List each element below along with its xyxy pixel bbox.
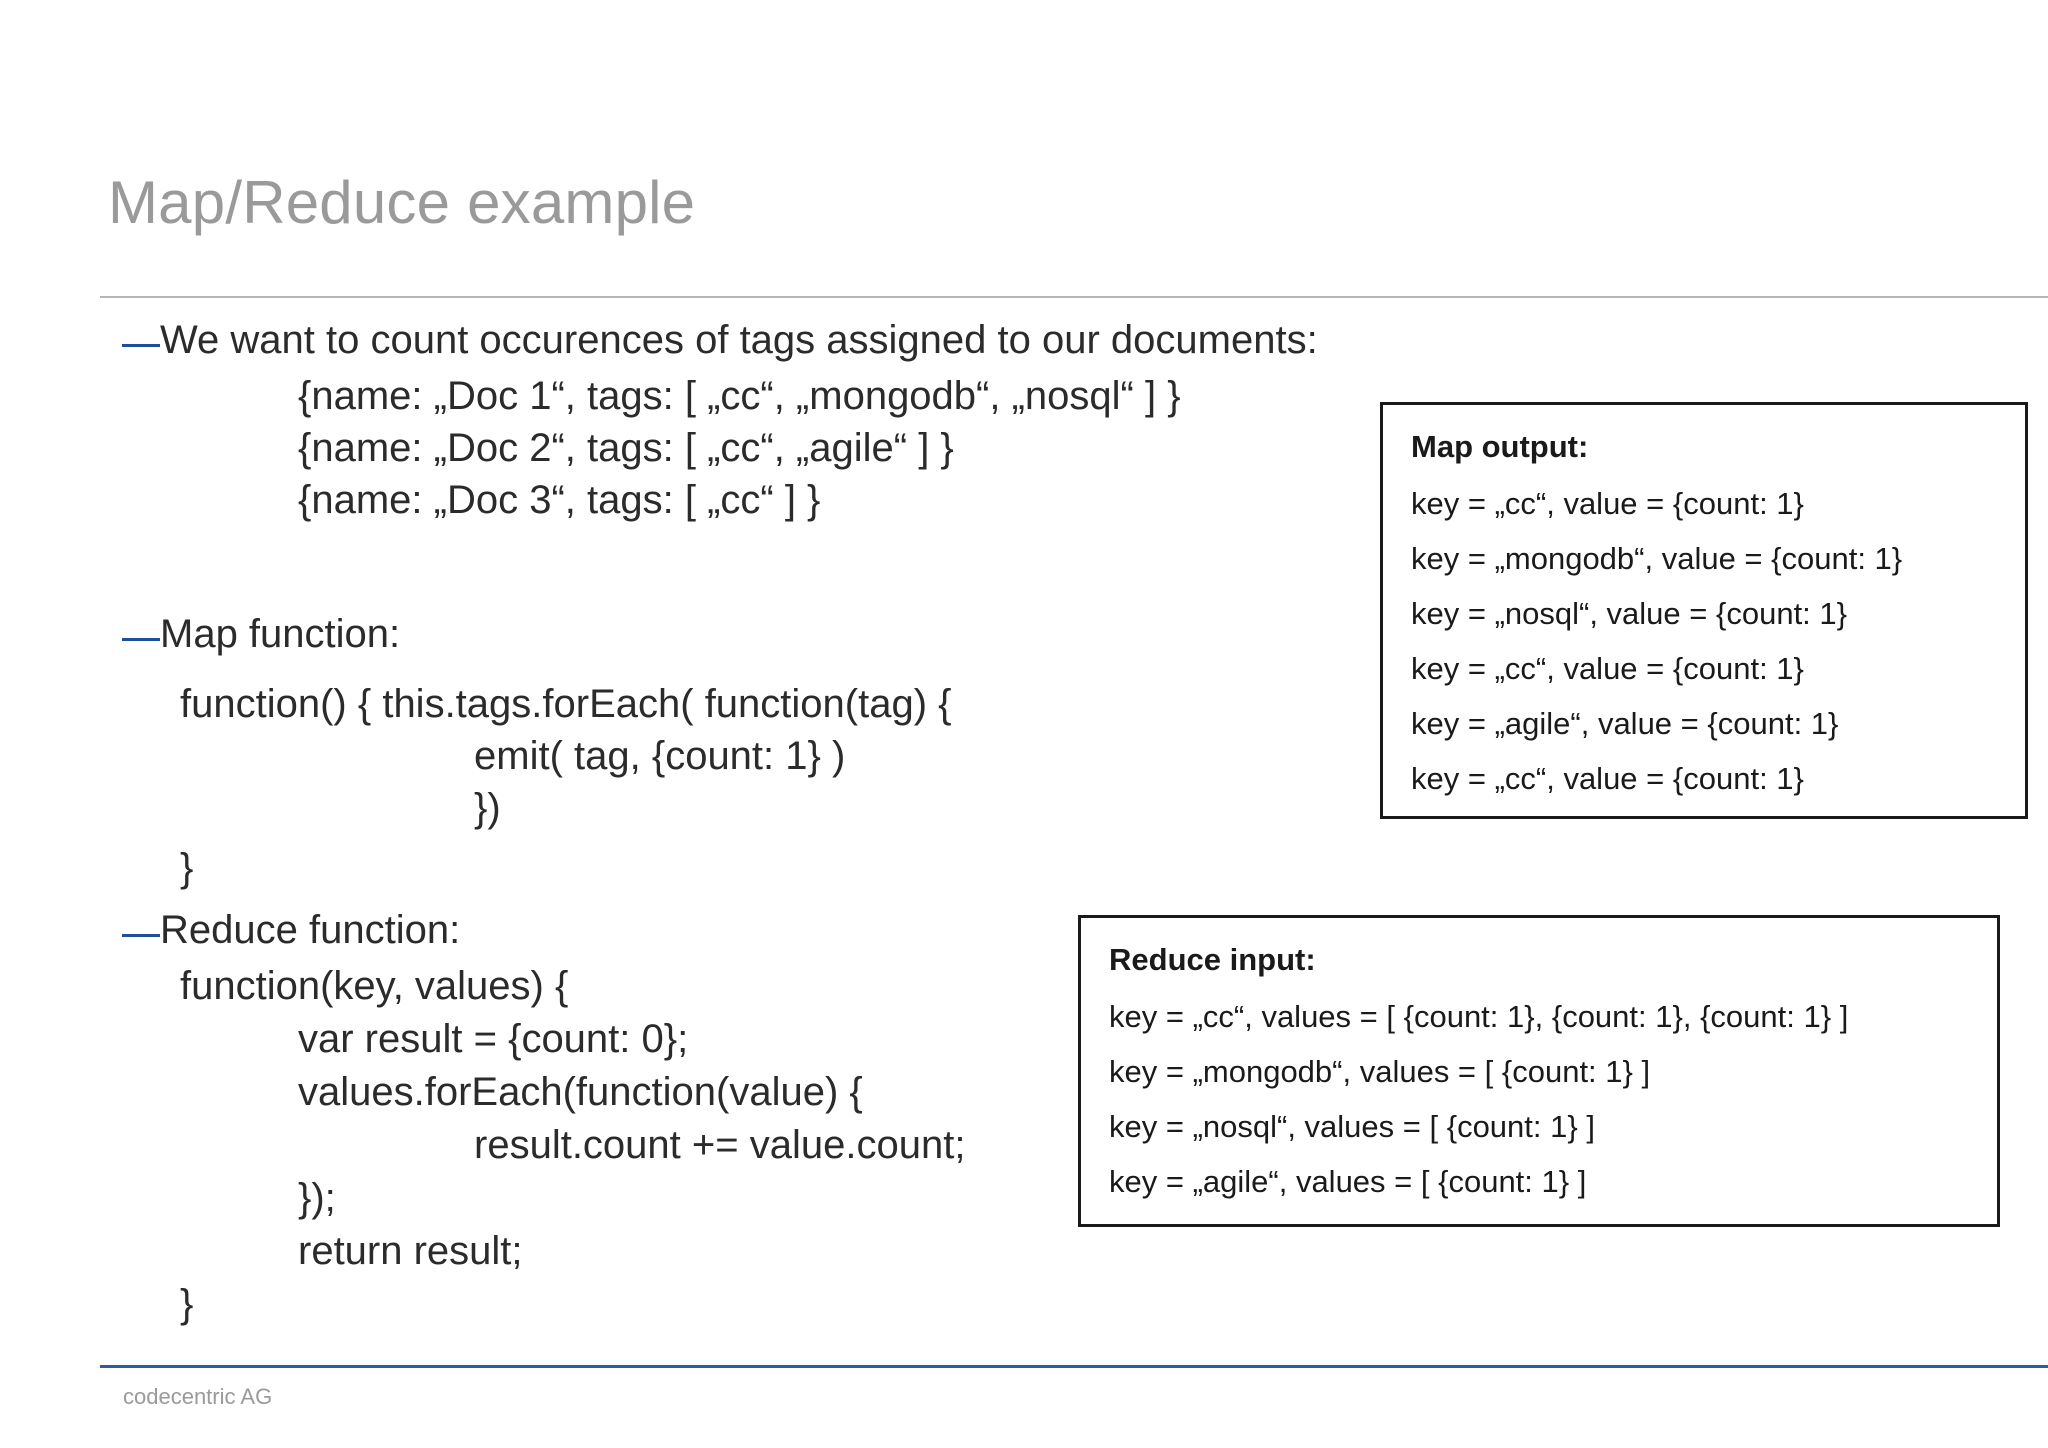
map-output-line: key = „cc“, value = {count: 1} (1411, 651, 1804, 686)
bullet-label: Map function: (160, 612, 401, 656)
bullet-item-reduce-function: Reduce function: (122, 910, 460, 950)
reduce-input-callout: Reduce input: key = „cc“, values = [ {co… (1078, 915, 2000, 1227)
callout-title: Reduce input: (1109, 942, 1316, 977)
reduce-code-line: return result; (298, 1229, 523, 1273)
bullet-dash-icon (122, 344, 160, 347)
map-code-line: }) (474, 786, 501, 830)
reduce-code-line: function(key, values) { (180, 964, 569, 1008)
reduce-input-line: key = „agile“, values = [ {count: 1} ] (1109, 1164, 1587, 1199)
document-line: {name: „Doc 1“, tags: [ „cc“, „mongodb“,… (298, 374, 1181, 418)
map-code-line: function() { this.tags.forEach( function… (180, 682, 952, 726)
footer-label: codecentric AG (123, 1384, 273, 1409)
reduce-code-line: } (180, 1282, 194, 1326)
footer-divider (100, 1365, 2048, 1368)
bullet-item-intro: We want to count occurences of tags assi… (122, 320, 1318, 360)
map-output-callout: Map output: key = „cc“, value = {count: … (1380, 402, 2028, 819)
bullet-dash-icon (122, 638, 160, 641)
map-output-line: key = „cc“, value = {count: 1} (1411, 761, 1804, 796)
map-output-line: key = „mongodb“, value = {count: 1} (1411, 541, 1903, 576)
map-output-line: key = „agile“, value = {count: 1} (1411, 706, 1839, 741)
reduce-input-line: key = „nosql“, values = [ {count: 1} ] (1109, 1109, 1595, 1144)
page-title: Map/Reduce example (108, 169, 696, 236)
callout-title: Map output: (1411, 429, 1589, 464)
map-code-line: emit( tag, {count: 1} ) (474, 734, 846, 778)
bullet-label: Reduce function: (160, 908, 461, 952)
map-output-line: key = „nosql“, value = {count: 1} (1411, 596, 1847, 631)
map-code-line: } (180, 846, 194, 890)
reduce-code-line: }); (298, 1176, 336, 1220)
document-line: {name: „Doc 2“, tags: [ „cc“, „agile“ ] … (298, 426, 954, 470)
reduce-input-line: key = „cc“, values = [ {count: 1}, {coun… (1109, 999, 1849, 1034)
reduce-input-line: key = „mongodb“, values = [ {count: 1} ] (1109, 1054, 1651, 1089)
bullet-label: We want to count occurences of tags assi… (160, 318, 1318, 362)
bullet-dash-icon (122, 934, 160, 937)
reduce-code-line: var result = {count: 0}; (298, 1017, 689, 1061)
title-divider (100, 296, 2048, 298)
map-output-line: key = „cc“, value = {count: 1} (1411, 486, 1804, 521)
reduce-code-line: values.forEach(function(value) { (298, 1070, 863, 1114)
bullet-item-map-function: Map function: (122, 614, 400, 654)
document-line: {name: „Doc 3“, tags: [ „cc“ ] } (298, 478, 821, 522)
reduce-code-line: result.count += value.count; (474, 1123, 966, 1167)
